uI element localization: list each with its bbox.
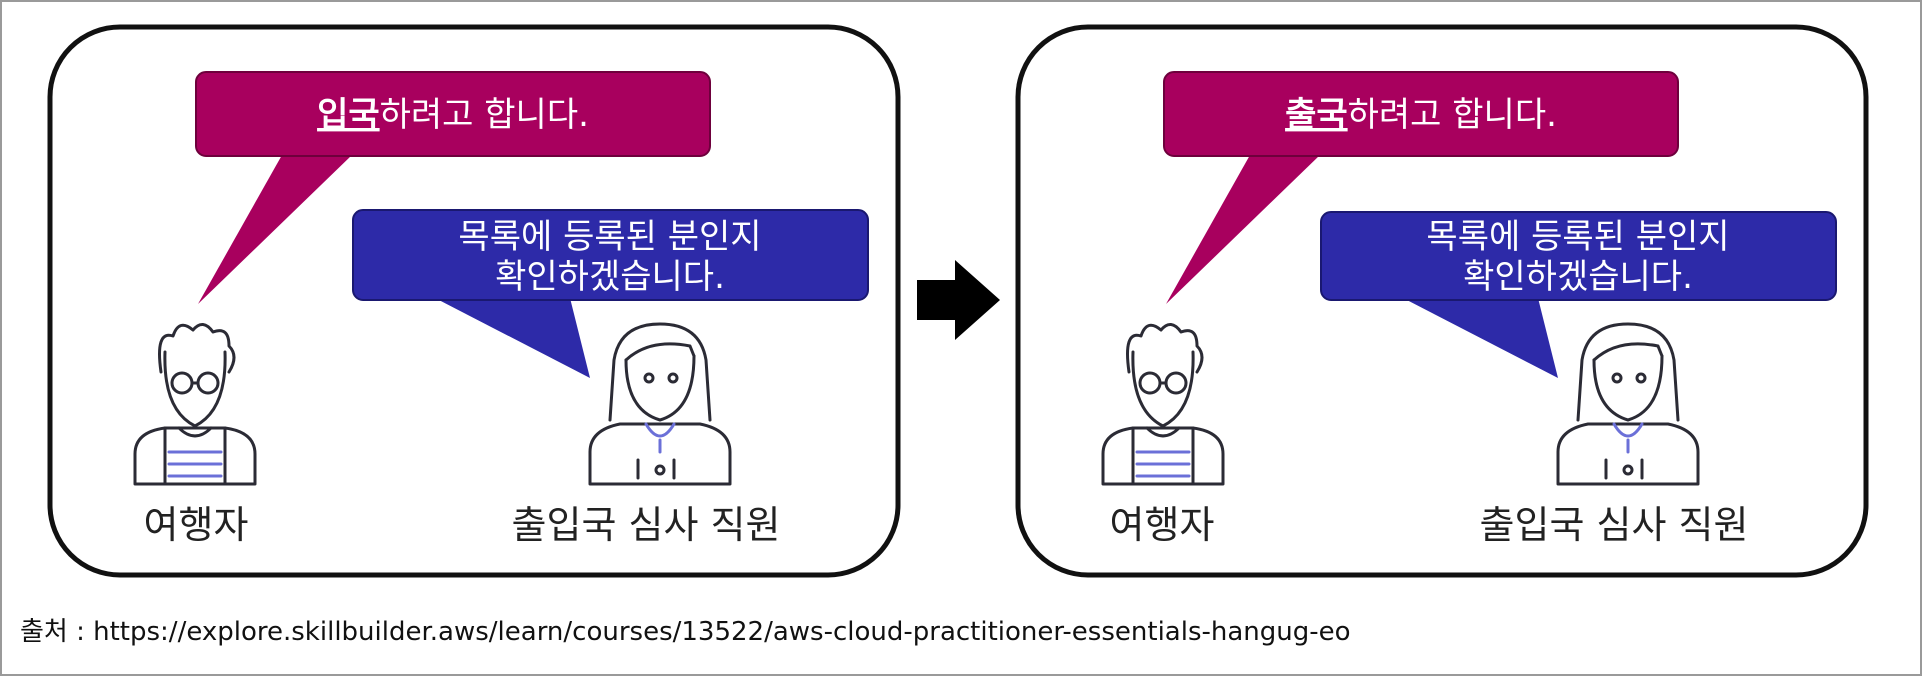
officer-icon (1556, 322, 1700, 486)
traveler-speech-bubble: 입국하려고 합니다. (195, 71, 711, 304)
traveler-icon (1101, 323, 1225, 486)
officer-label: 출입국 심사 직원 (1480, 503, 1749, 547)
officer-speech-line1: 목록에 등록된 분인지 (1426, 217, 1729, 257)
traveler-label: 여행자 (1110, 503, 1215, 547)
traveler-speech-text: 입국하려고 합니다. (317, 95, 589, 135)
traveler-speech-emphasis: 입국 (317, 95, 380, 135)
traveler-speech-text: 출국하려고 합니다. (1285, 95, 1557, 135)
source-caption: 출처 : https://explore.skillbuilder.aws/le… (20, 617, 1351, 647)
traveler-label: 여행자 (144, 503, 249, 547)
traveler-icon (133, 323, 257, 486)
officer-label: 출입국 심사 직원 (512, 503, 781, 547)
officer-speech-line2: 확인하겠습니다. (495, 257, 725, 297)
right-arrow-icon (917, 260, 1000, 340)
officer-speech-bubble: 목록에 등록된 분인지 확인하겠습니다. (1320, 211, 1837, 378)
traveler-speech-bubble: 출국하려고 합니다. (1163, 71, 1679, 304)
traveler-speech-rest: 하려고 합니다. (380, 95, 589, 135)
officer-icon (588, 322, 732, 486)
traveler-speech-rest: 하려고 합니다. (1348, 95, 1557, 135)
officer-speech-bubble: 목록에 등록된 분인지 확인하겠습니다. (352, 209, 869, 378)
panel-right: 출국하려고 합니다. 목록에 등록된 분인지 확인하겠습니다. (1015, 24, 1869, 578)
traveler-speech-emphasis: 출국 (1285, 95, 1348, 135)
officer-speech-line2: 확인하겠습니다. (1463, 257, 1693, 297)
officer-speech-line1: 목록에 등록된 분인지 (458, 217, 761, 257)
panel-left: 입국하려고 합니다. 목록에 등록된 분인지 확인하겠습니다. (47, 24, 901, 578)
